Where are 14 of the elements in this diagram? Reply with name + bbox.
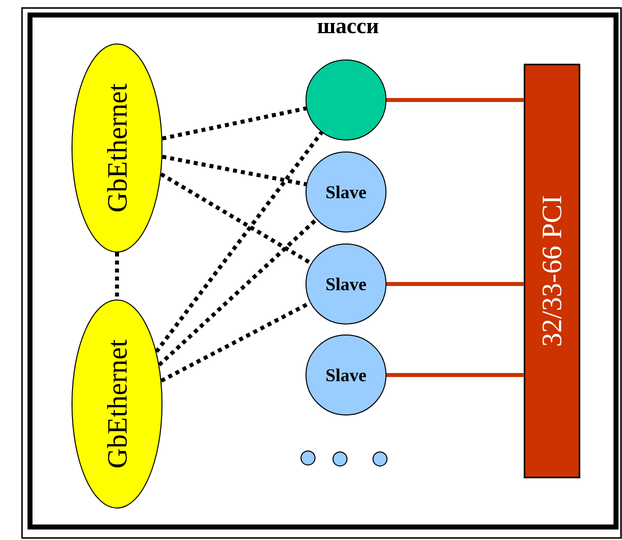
connector-line xyxy=(386,98,524,102)
connector-line xyxy=(162,154,307,186)
ellipsis-dot xyxy=(300,450,316,466)
connector-line xyxy=(160,172,312,266)
connector-line xyxy=(386,282,524,286)
board-circle xyxy=(306,60,386,140)
connector-line xyxy=(162,106,307,140)
ellipsis-dot xyxy=(372,451,388,466)
connector-line xyxy=(386,372,524,377)
connector-line xyxy=(158,218,318,366)
connector-line xyxy=(154,131,324,353)
ellipsis-dot xyxy=(332,451,348,466)
connector-line xyxy=(115,252,119,300)
bus-bar: 32/33-66 PCI xyxy=(524,64,580,478)
